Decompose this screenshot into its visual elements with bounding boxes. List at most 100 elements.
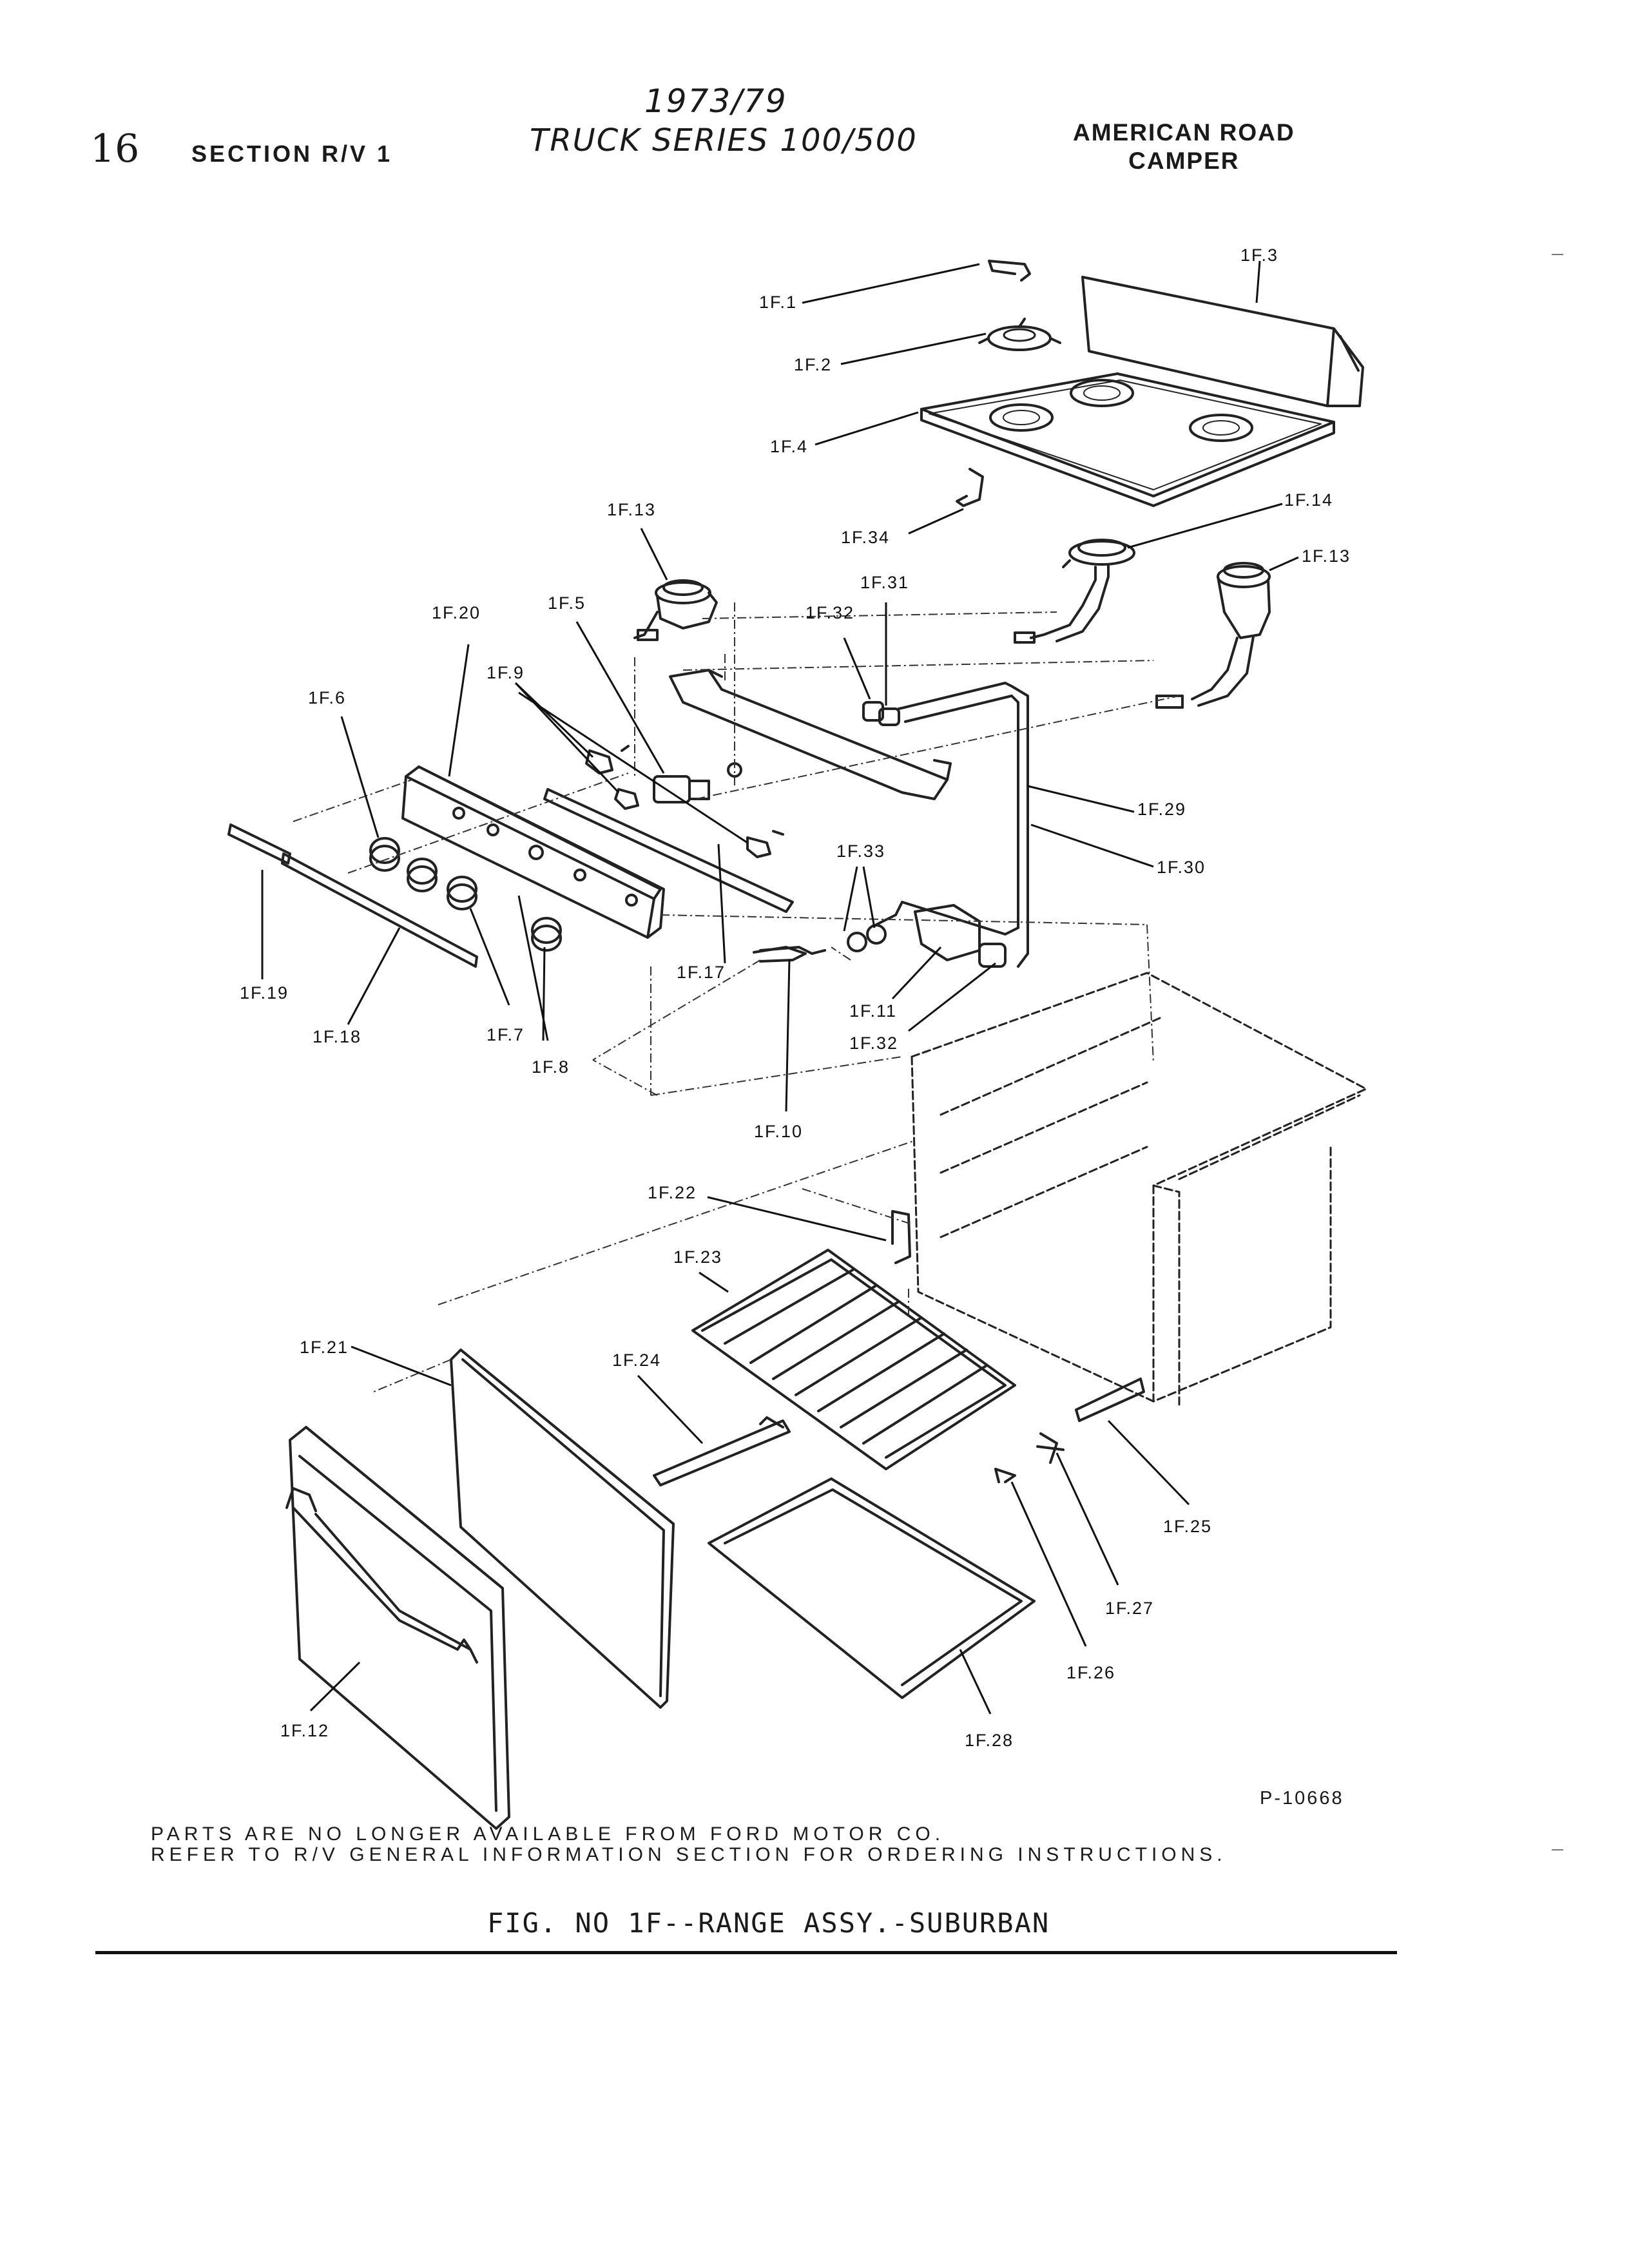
label-1f8: 1F.8 — [532, 1057, 570, 1077]
label-1f7: 1F.7 — [487, 1025, 525, 1044]
leader-1f29 — [1027, 785, 1135, 813]
leader-1f32-upper — [843, 637, 871, 700]
header-manufacturer-line1: AMERICAN ROAD — [1073, 119, 1295, 146]
leader-1f12 — [309, 1661, 361, 1712]
header-year: 1973/79 — [644, 82, 787, 120]
label-1f2: 1F.2 — [794, 355, 832, 374]
leader-1f9 — [514, 682, 748, 844]
label-1f26: 1F.26 — [1066, 1663, 1115, 1682]
clip-26-part — [994, 1468, 1016, 1483]
burner-part-left — [633, 579, 718, 641]
explode-lines — [293, 602, 1180, 1392]
leader-1f3 — [1255, 260, 1261, 303]
label-1f19: 1F.19 — [240, 983, 289, 1003]
leader-1f10 — [785, 959, 791, 1112]
label-1f20: 1F.20 — [432, 603, 481, 622]
leader-1f22 — [707, 1196, 887, 1242]
label-1f24: 1F.24 — [612, 1350, 661, 1370]
label-1f25: 1F.25 — [1163, 1517, 1212, 1536]
margin-tick — [1552, 1849, 1563, 1850]
label-1f1: 1F.1 — [759, 293, 797, 312]
burner-grate-part — [978, 318, 1061, 351]
label-1f11: 1F.11 — [849, 1001, 897, 1021]
leader-1f11 — [891, 946, 942, 1000]
leader-1f6 — [340, 716, 380, 838]
label-1f13-right: 1F.13 — [1302, 546, 1351, 566]
knob-part — [369, 837, 562, 952]
igniter-part — [753, 946, 807, 963]
leader-1f5 — [575, 621, 665, 774]
margin-tick — [1552, 254, 1563, 255]
leader-1f33 — [843, 866, 876, 932]
availability-note: PARTS ARE NO LONGER AVAILABLE FROM FORD … — [151, 1823, 945, 1845]
label-1f9: 1F.9 — [487, 663, 525, 682]
shaft-part — [543, 788, 794, 913]
valve-part — [862, 701, 900, 726]
label-1f22: 1F.22 — [648, 1183, 697, 1202]
leader-1f34 — [908, 508, 964, 535]
leader-1f4 — [815, 411, 919, 446]
caption-rule — [95, 1951, 1397, 1954]
label-1f18: 1F.18 — [313, 1027, 361, 1046]
label-1f10: 1F.10 — [754, 1122, 803, 1141]
label-1f23: 1F.23 — [673, 1247, 722, 1267]
label-1f4: 1F.4 — [770, 437, 808, 456]
leader-1f7 — [469, 908, 510, 1006]
label-1f13-left: 1F.13 — [607, 500, 656, 519]
leader-1f26 — [1010, 1481, 1087, 1647]
figure-caption: FIG. NO 1F--RANGE ASSY.-SUBURBAN — [487, 1907, 1050, 1939]
leader-1f14 — [1127, 503, 1283, 549]
clip-part — [988, 260, 1031, 282]
label-1f28: 1F.28 — [965, 1731, 1014, 1750]
leader-1f18 — [347, 927, 401, 1025]
label-1f14: 1F.14 — [1284, 490, 1333, 510]
leader-1f17 — [717, 843, 726, 964]
clip-27-part — [1036, 1432, 1065, 1464]
label-1f3: 1F.3 — [1240, 245, 1278, 265]
section-label: SECTION R/V 1 — [191, 140, 393, 167]
nameplate-part — [227, 823, 291, 865]
leader-1f13-right — [1269, 556, 1299, 572]
leader-1f27 — [1055, 1452, 1119, 1586]
label-1f34: 1F.34 — [841, 528, 890, 547]
gas-valve-part — [585, 745, 784, 858]
label-1f17: 1F.17 — [677, 963, 726, 982]
label-1f33: 1F.33 — [836, 841, 885, 861]
label-1f12: 1F.12 — [280, 1721, 329, 1740]
leader-1f2 — [840, 332, 987, 365]
label-1f32-lower: 1F.32 — [849, 1033, 898, 1053]
burner-tray-part — [669, 669, 952, 800]
gas-tube-part — [875, 682, 1029, 968]
spring-part — [1075, 1378, 1145, 1422]
bracket-part — [956, 468, 984, 507]
leader-1f30 — [1030, 823, 1154, 868]
page-number: 16 — [90, 126, 140, 171]
leader-1f32-lower — [908, 962, 996, 1032]
cooktop-part — [920, 372, 1335, 507]
leader-1f28 — [959, 1649, 992, 1715]
plate-number: P-10668 — [1260, 1788, 1344, 1809]
label-1f27: 1F.27 — [1105, 1599, 1154, 1618]
label-1f30: 1F.30 — [1157, 858, 1206, 877]
label-1f21: 1F.21 — [300, 1338, 349, 1357]
label-1f31: 1F.31 — [860, 573, 909, 592]
oven-door-part — [285, 1426, 510, 1830]
leader-1f20 — [448, 644, 470, 777]
header-series: TRUCK SERIES 100/500 — [530, 122, 918, 159]
leader-1f23 — [699, 1271, 729, 1293]
oven-burner-tube-part — [653, 1416, 791, 1486]
leader-1f8 — [517, 895, 549, 1041]
label-1f32-upper: 1F.32 — [805, 603, 854, 622]
backsplash-part — [1081, 276, 1364, 407]
oven-body-part — [911, 972, 1367, 1406]
leader-1f13-left — [640, 528, 668, 581]
leader-1f1 — [802, 263, 980, 304]
control-panel-part — [401, 765, 665, 939]
oven-rack-part — [691, 1249, 1016, 1470]
leader-1f24 — [637, 1374, 704, 1445]
inner-panel-part — [450, 1349, 675, 1709]
label-1f5: 1F.5 — [548, 593, 586, 613]
burner-part — [1014, 539, 1135, 644]
label-1f29: 1F.29 — [1137, 800, 1186, 819]
